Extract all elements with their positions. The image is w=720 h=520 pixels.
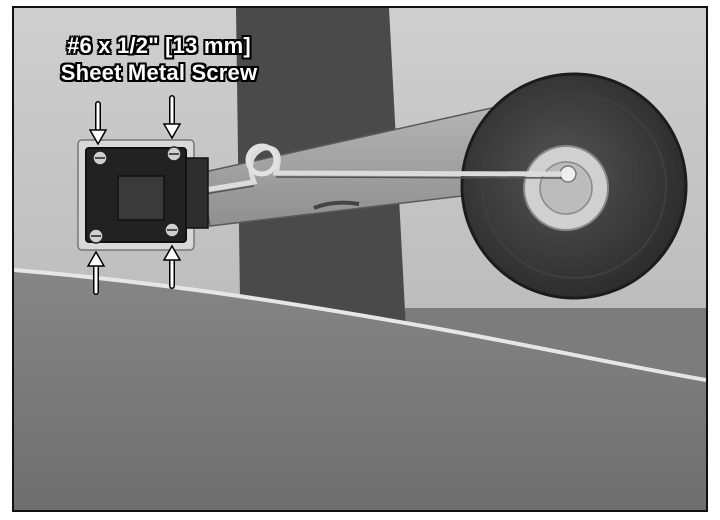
screw-bottom-left — [88, 228, 104, 244]
mount-tab — [185, 157, 209, 229]
tail-wheel-photo — [14, 8, 706, 510]
tire-inner-ring — [481, 93, 667, 279]
caption-line-type: Sheet Metal Screw — [60, 60, 258, 85]
hub-center — [559, 165, 577, 183]
leg-slot — [313, 200, 360, 210]
screw-top-left — [92, 150, 108, 166]
arrow-top-right — [162, 95, 182, 140]
photo-frame: #6 x 1/2" [13 mm] Sheet Metal Screw — [12, 6, 708, 512]
edge-highlight — [14, 268, 706, 382]
screw-bottom-right — [164, 222, 180, 238]
arrow-bottom-left — [86, 250, 106, 295]
lower-surface — [14, 270, 706, 510]
mount-block — [117, 175, 165, 221]
caption-line-size: #6 x 1/2" [13 mm] — [67, 33, 251, 58]
arrow-top-left — [88, 101, 108, 146]
screw-top-right — [166, 146, 182, 162]
wire-coil — [245, 143, 279, 177]
arrow-bottom-right — [162, 244, 182, 289]
screw-callout-caption: #6 x 1/2" [13 mm] Sheet Metal Screw — [24, 32, 294, 86]
